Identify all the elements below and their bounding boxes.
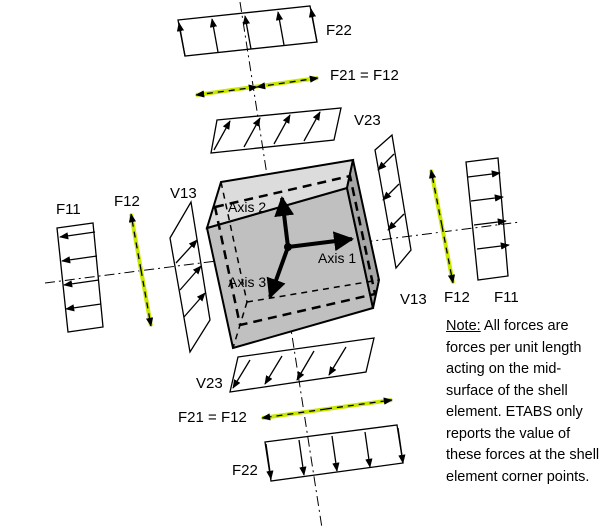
f11-right-label: F11 [494,289,519,306]
f21-top-label: F21 = F12 [330,67,399,84]
element-center [284,243,292,251]
f12-left-label: F12 [114,193,140,210]
shell-element [205,158,381,350]
axis-1-arrow [287,231,354,252]
local-axes [266,196,354,299]
v23-top-label: V23 [354,112,381,129]
note-text: Note: All forces are forces per unit len… [446,316,602,488]
axis-2-label: Axis 2 [228,199,266,215]
mid-surface [213,174,377,327]
f12-left-force [128,213,154,327]
f11-left-force [56,222,104,333]
f22-bottom-label: F22 [232,462,258,479]
axis-3-label: Axis 3 [228,274,266,290]
axis-1-label: Axis 1 [318,250,356,266]
f21-bottom-label: F21 = F12 [178,409,247,426]
v13-right-label: V13 [400,291,427,308]
f11-right-force [465,157,510,281]
f12-right-force [429,169,456,284]
v13-left-label: V13 [170,185,197,202]
f21-top-force [195,75,319,98]
f11-left-label: F11 [56,201,81,218]
v23-bottom-label: V23 [196,375,223,392]
v23-top-force [210,107,342,154]
v13-right-force [374,133,412,270]
note-body: All forces are forces per unit length ac… [446,318,600,485]
f22-top-force [176,5,318,57]
axis-3-arrow [266,246,290,299]
note-heading: Note: [446,318,481,334]
f22-top-label: F22 [326,22,352,39]
f21-bottom-force [261,397,393,421]
f12-right-label: F12 [444,289,470,306]
f22-bottom-force [264,424,406,482]
v13-left-force [169,200,211,354]
v23-bottom-force [229,337,375,393]
axis-2-arrow [274,196,295,248]
